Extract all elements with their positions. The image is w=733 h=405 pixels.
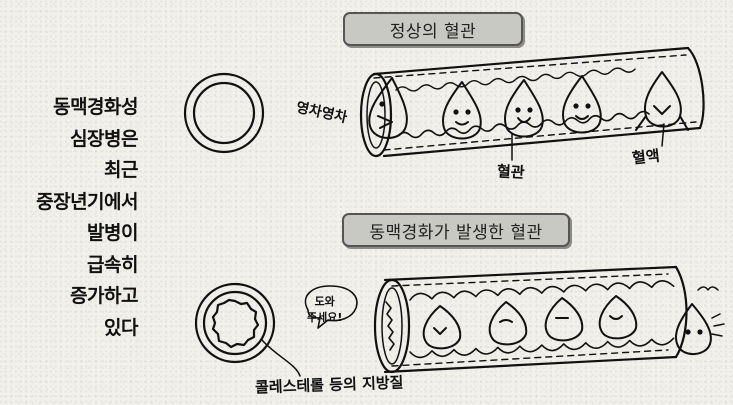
- blood-droplet-character: [504, 79, 544, 138]
- side-caption-line: 발병이: [87, 222, 138, 244]
- diseased-vessel-tube: [373, 265, 688, 374]
- side-caption-line: 중장년기에서: [36, 190, 138, 213]
- blood-droplet-character: [562, 75, 602, 134]
- blood-droplet-character: [368, 77, 408, 139]
- normal-vessel-banner: 정상의 혈관: [343, 12, 523, 46]
- diseased-vessel-cross-section: [194, 282, 301, 377]
- normal-vessel-tube: [359, 46, 705, 158]
- blood-droplet-character: [635, 71, 689, 131]
- banner-title: 정상의 혈관: [389, 21, 477, 42]
- side-caption-line: 동맥경화성: [53, 96, 138, 118]
- blood-droplet-character: [598, 295, 638, 340]
- side-caption-line: 급속히: [87, 253, 138, 276]
- blood-droplet-character: [442, 81, 482, 140]
- banner-title: 동맥경화가 발생한 혈관: [369, 222, 543, 243]
- blood-droplet-character: [544, 297, 584, 342]
- blood-label: 혈액: [631, 146, 661, 168]
- side-caption-line: 있다: [104, 316, 138, 339]
- help-label-line: 도와: [314, 295, 335, 308]
- blood-droplet-character: [674, 286, 725, 355]
- side-caption: 동맥경화성 심장병은 최근 중장년기에서 발병이 급속히 증가하고 있다: [4, 92, 138, 344]
- diseased-vessel-banner: 동맥경화가 발생한 혈관: [342, 213, 570, 247]
- vessel-label: 혈관: [496, 162, 526, 182]
- speech-bubble: [304, 285, 358, 329]
- side-caption-line: 최근: [104, 159, 138, 181]
- blood-pointer: [661, 123, 665, 147]
- side-caption-line: 심장병은: [70, 127, 138, 150]
- help-label-line: 주세요!: [307, 311, 343, 324]
- normal-vessel-cross-section: [183, 72, 265, 154]
- blood-droplet-character: [422, 305, 462, 350]
- blood-droplet-character: [488, 301, 528, 346]
- side-caption-line: 증가하고: [70, 285, 138, 307]
- help-label: 도와 주세요!: [307, 294, 342, 326]
